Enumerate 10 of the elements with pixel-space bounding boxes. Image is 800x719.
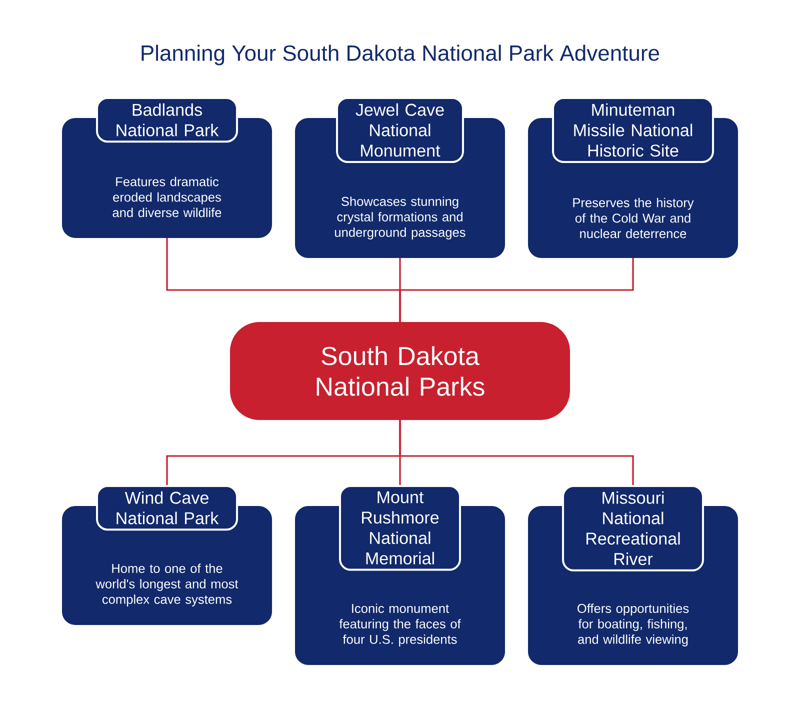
card-description: Offers opportunities for boating, fishing, and wildlife viewing bbox=[578, 604, 689, 646]
card-description: Iconic monument featuring the faces of four U.S. presidents bbox=[339, 604, 461, 646]
title: Planning Your South Dakota National Park Adventure bbox=[142, 44, 660, 66]
card-description: Preserves the history of the Cold War and nuclear deterrence bbox=[573, 198, 694, 238]
card-description: Features dramatic eroded landscapes and diverse wildlife bbox=[112, 176, 222, 218]
card-description: Showcases stunning crystal formations and underground passages bbox=[335, 196, 466, 240]
card-description: Home to one of the world's longest and most complex cave systems bbox=[96, 564, 238, 606]
central-box: South Dakota National Parks bbox=[230, 322, 570, 420]
connector-line bbox=[399, 420, 634, 486]
connector-line bbox=[399, 258, 634, 322]
